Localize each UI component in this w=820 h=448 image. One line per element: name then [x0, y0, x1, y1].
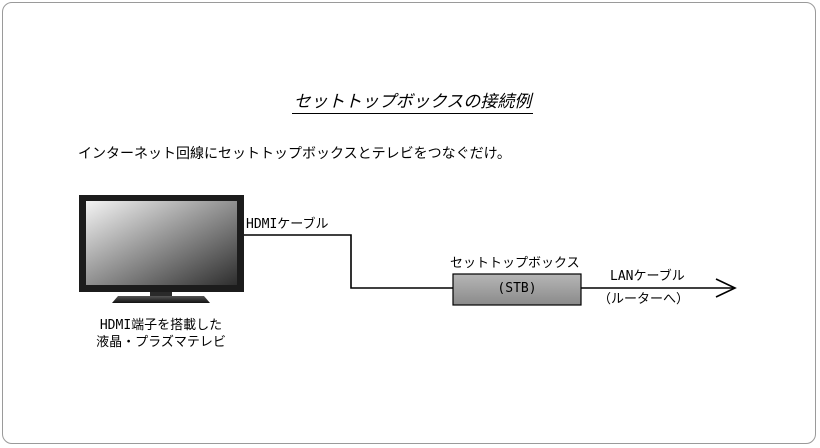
diagram-title-text: セットトップボックスの接続例	[291, 92, 534, 114]
tv-icon	[79, 195, 244, 303]
tv-neck	[150, 292, 172, 296]
hdmi-cable-line	[244, 234, 453, 289]
lan-arrow-head	[715, 278, 737, 298]
stb-box	[452, 273, 582, 306]
tv-screen	[86, 201, 237, 285]
lan-cable-note: （ルーターへ）	[598, 292, 690, 307]
tv-caption-line2: 液晶・プラズマテレビ	[96, 335, 226, 350]
diagram-title: セットトップボックスの接続例	[0, 91, 820, 114]
tv-stand	[112, 296, 210, 303]
tv-caption-line1: HDMI端子を搭載した	[99, 318, 223, 333]
lead-text: インターネット回線にセットトップボックスとテレビをつなぐだけ。	[78, 146, 511, 162]
stb-label: セットトップボックス	[450, 256, 580, 271]
hdmi-cable-label: HDMIケーブル	[246, 217, 329, 232]
lan-cable-label: LANケーブル	[610, 269, 685, 284]
stb-inner-label: (STB)	[497, 281, 537, 296]
